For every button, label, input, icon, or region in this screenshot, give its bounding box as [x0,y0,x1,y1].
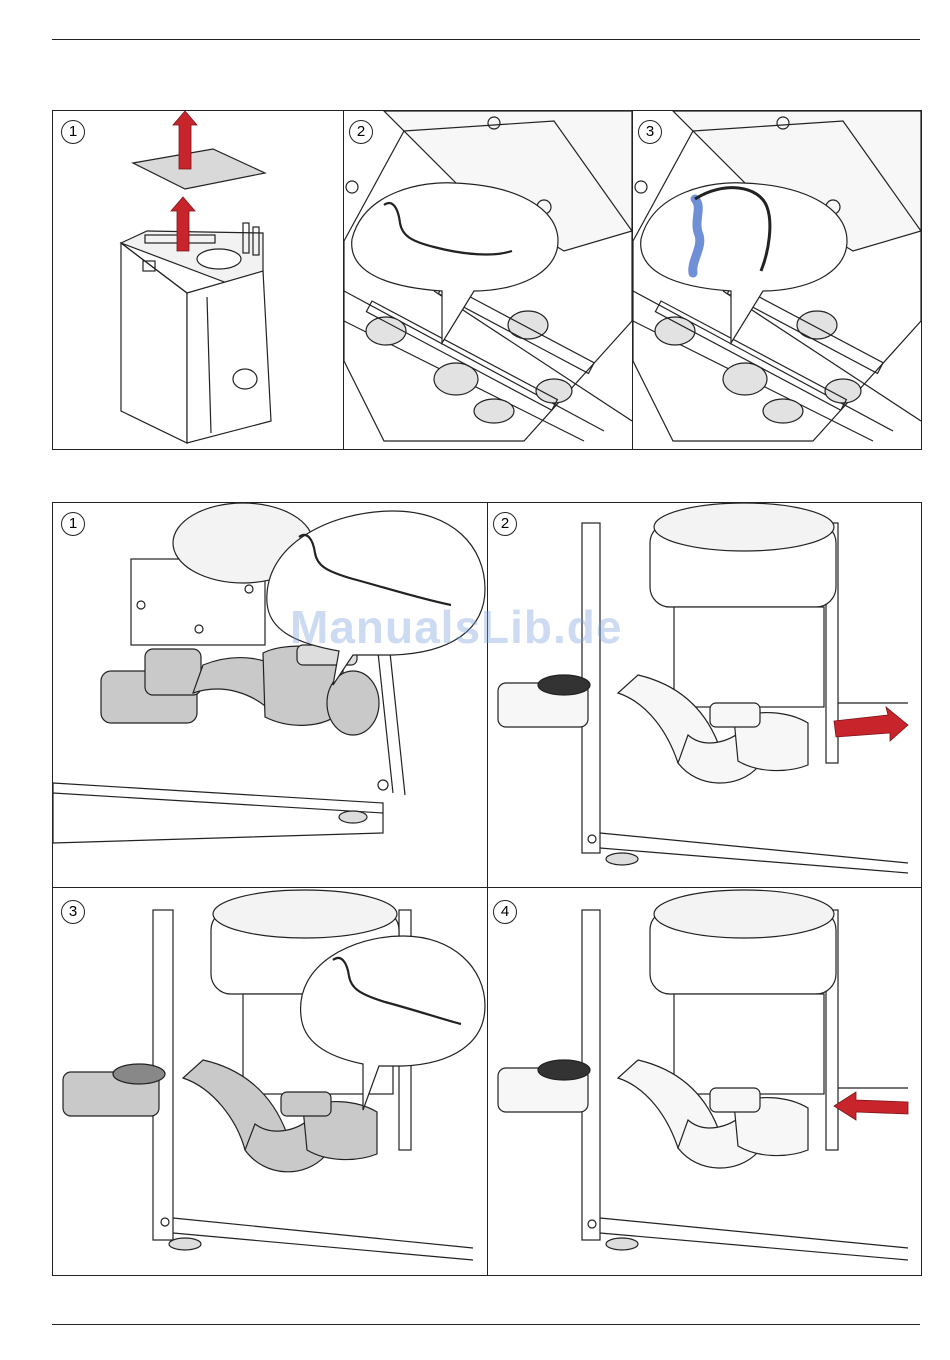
burner-cable-illustration [633,111,921,449]
step-number: 1 [61,120,85,144]
top-panel-2: 2 [344,111,632,449]
step-number: 2 [349,120,373,144]
header-rule [52,39,920,40]
siphon-illustration-2 [488,503,921,887]
watermark: ManualsLib.de [290,600,622,654]
footer-rule [52,1324,920,1325]
bottom-panel-1: 1 [53,503,487,887]
step-number: 1 [61,512,85,536]
boiler-casing-illustration [53,111,343,449]
top-figure: 1 [52,110,922,450]
bottom-panel-4: 4 [488,888,921,1275]
siphon-illustration-1 [53,503,487,887]
bottom-panel-2: 2 [488,503,921,887]
siphon-illustration-4 [488,888,921,1275]
step-number: 3 [638,120,662,144]
burner-detail-illustration [344,111,632,449]
top-panel-3: 3 [633,111,921,449]
bottom-panel-3: 3 [53,888,487,1275]
step-number: 2 [493,512,517,536]
step-number: 4 [493,900,517,924]
top-panel-1: 1 [53,111,343,449]
pull-out-arrow [834,707,908,741]
push-in-arrow [834,1092,908,1120]
step-number: 3 [61,900,85,924]
siphon-illustration-3 [53,888,487,1275]
